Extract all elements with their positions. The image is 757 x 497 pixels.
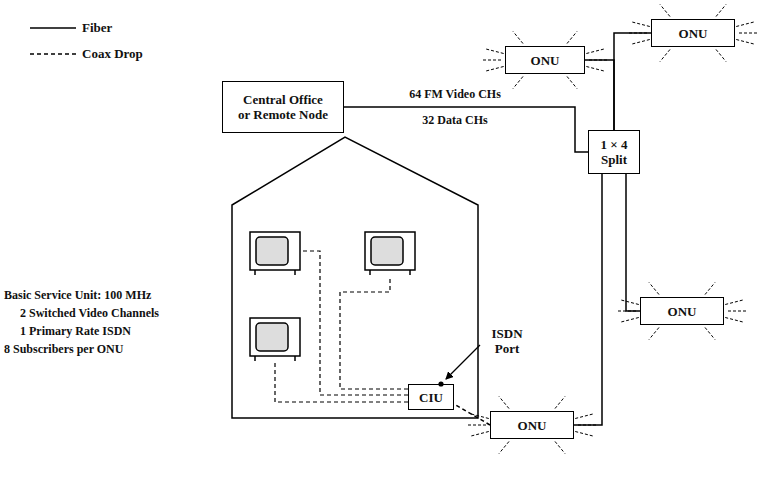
signal-ray bbox=[586, 49, 605, 54]
signal-ray bbox=[586, 66, 605, 71]
tv-set bbox=[250, 318, 300, 361]
coax-drop-inside bbox=[275, 251, 408, 402]
signal-ray bbox=[649, 327, 659, 339]
coax-legend-sample bbox=[30, 53, 76, 55]
signal-ray bbox=[485, 49, 504, 54]
signal-ray bbox=[470, 414, 489, 419]
onu-box: ONU bbox=[490, 411, 574, 439]
signal-ray bbox=[499, 441, 509, 453]
signal-ray bbox=[660, 49, 670, 61]
port-dot bbox=[438, 381, 443, 386]
signal-ray bbox=[620, 300, 639, 305]
leader-line bbox=[446, 345, 480, 379]
central-office-box: Central Office or Remote Node bbox=[222, 81, 344, 133]
signal-ray bbox=[716, 49, 726, 61]
signal-ray bbox=[725, 300, 744, 305]
signal-ray bbox=[470, 431, 489, 436]
onu-box: ONU bbox=[505, 46, 585, 74]
signal-ray bbox=[739, 33, 757, 34]
signal-ray bbox=[567, 31, 577, 43]
annotation-label: 1 Primary Rate ISDN bbox=[20, 324, 131, 339]
fiber-legend-sample bbox=[30, 27, 76, 29]
onu-box: ONU bbox=[640, 297, 724, 325]
onu-box: ONU bbox=[651, 19, 735, 47]
ciu-box: CIU bbox=[408, 384, 454, 410]
signal-ray bbox=[466, 425, 486, 426]
legend-text: Coax Drop bbox=[82, 46, 143, 61]
node-text: ONU bbox=[518, 418, 547, 433]
fiber-link bbox=[614, 33, 651, 130]
node-text: ONU bbox=[531, 53, 560, 68]
signal-ray bbox=[481, 60, 501, 61]
signal-ray bbox=[631, 39, 650, 44]
fiber-link bbox=[585, 60, 614, 130]
signal-ray bbox=[728, 311, 748, 312]
annotation-label: 32 Data CHs bbox=[422, 113, 487, 128]
signal-ray bbox=[736, 39, 755, 44]
node-text: ONU bbox=[679, 26, 708, 41]
signal-ray bbox=[620, 317, 639, 322]
signal-ray bbox=[567, 76, 577, 88]
edge-label: 64 FM Video CHs bbox=[409, 87, 501, 102]
signal-ray bbox=[725, 317, 744, 322]
signal-ray bbox=[575, 431, 594, 436]
tv-set bbox=[365, 232, 415, 275]
annotation-label: 8 Subscribers per ONU bbox=[4, 342, 123, 357]
splitter-box: 1 × 4 Split bbox=[588, 130, 640, 174]
house-outline bbox=[232, 137, 478, 418]
signal-ray bbox=[575, 414, 594, 419]
signal-ray bbox=[649, 282, 659, 294]
node-text: 1 × 4 Split bbox=[597, 137, 631, 167]
tv-set bbox=[250, 232, 300, 275]
signal-ray bbox=[736, 22, 755, 27]
fiber-link bbox=[574, 174, 602, 425]
signal-ray bbox=[555, 441, 565, 453]
fiber-link bbox=[626, 174, 640, 311]
node-text: ONU bbox=[668, 304, 697, 319]
signal-ray bbox=[499, 396, 509, 408]
signal-ray bbox=[660, 4, 670, 16]
signal-ray bbox=[513, 76, 523, 88]
node-text: Central Office or Remote Node bbox=[237, 92, 330, 122]
signal-ray bbox=[705, 327, 715, 339]
annotation-label: Basic Service Unit: 100 MHz bbox=[4, 288, 151, 303]
signal-ray bbox=[631, 22, 650, 27]
signal-ray bbox=[555, 396, 565, 408]
annotation-label: 2 Switched Video Channels bbox=[20, 306, 159, 321]
annotation-label: ISDN Port bbox=[483, 326, 531, 356]
legend-text: Fiber bbox=[82, 20, 112, 35]
node-text: CIU bbox=[419, 390, 443, 405]
signal-ray bbox=[485, 66, 504, 71]
fiber-link bbox=[344, 107, 588, 152]
signal-ray bbox=[705, 282, 715, 294]
coax-drop bbox=[454, 404, 490, 425]
signal-ray bbox=[716, 4, 726, 16]
signal-ray bbox=[513, 31, 523, 43]
